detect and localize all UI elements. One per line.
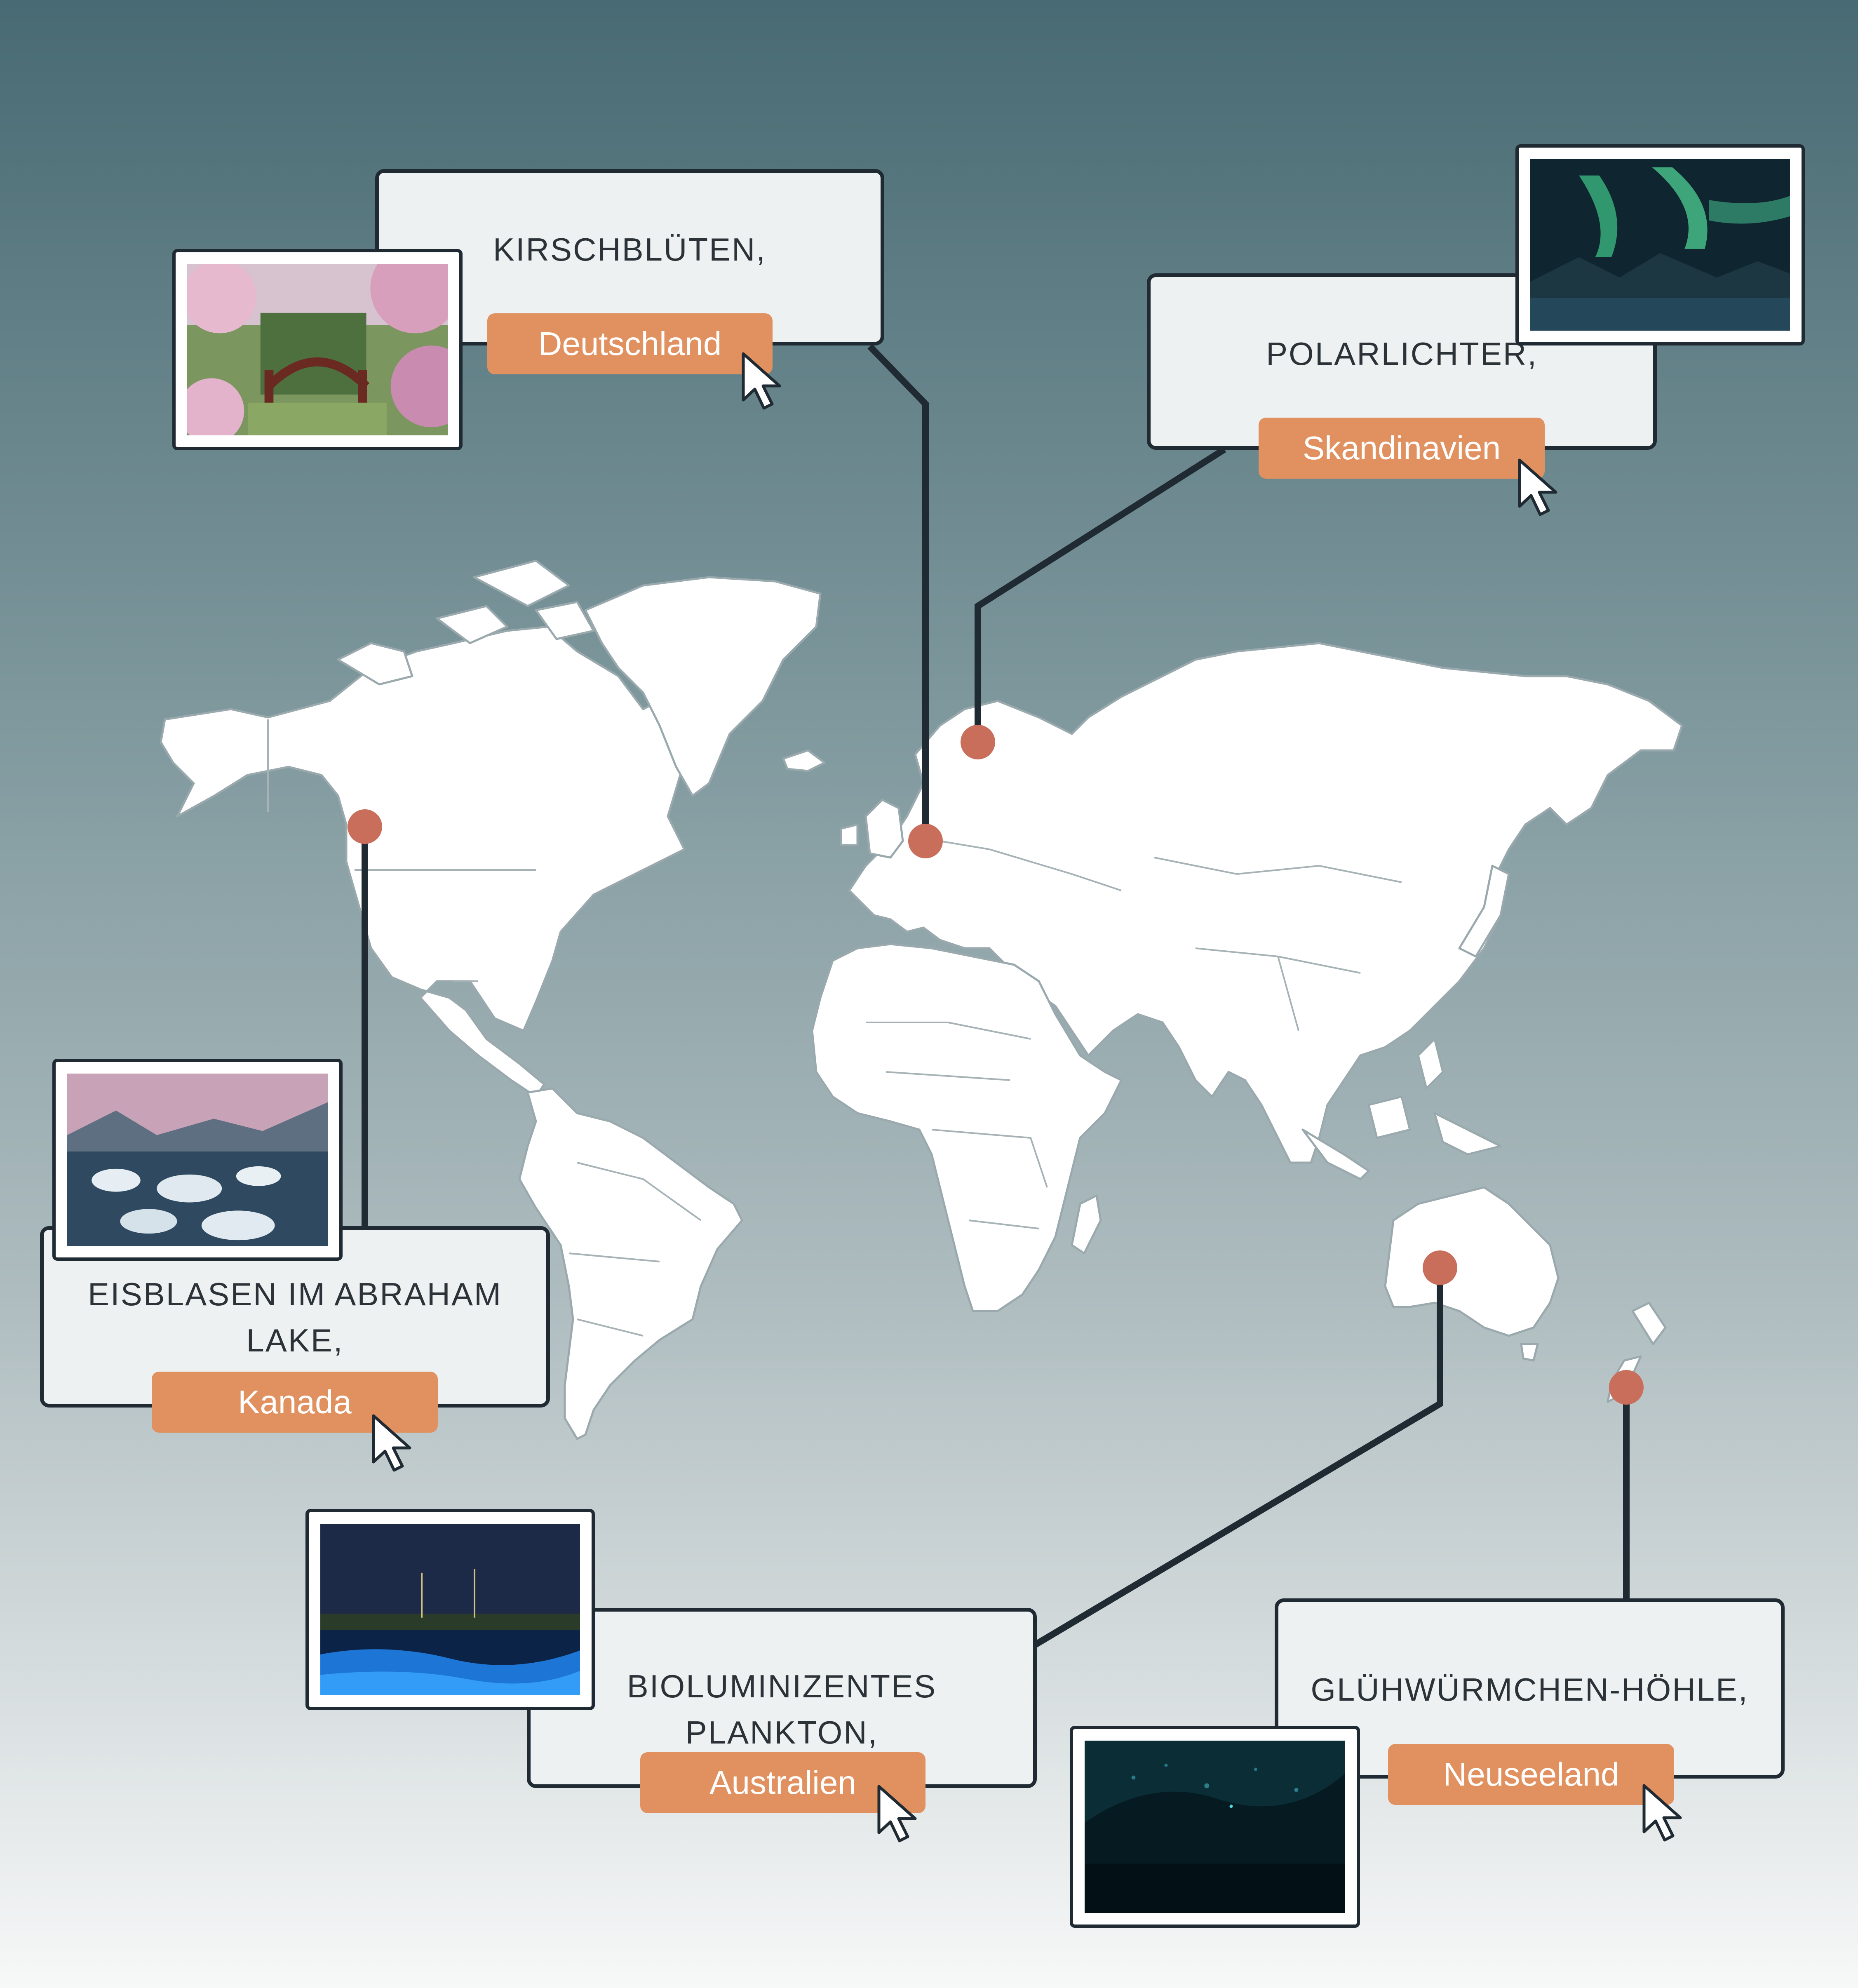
north-america-landmass <box>160 625 702 1098</box>
continents <box>160 559 1683 1440</box>
pin-australien[interactable] <box>1423 1250 1457 1285</box>
glowworm-cave-photo <box>1085 1741 1345 1913</box>
british-isles <box>840 799 904 859</box>
ice-bubbles-lake-photo <box>67 1074 328 1246</box>
northern-lights-photo <box>1530 159 1790 331</box>
country-button-skandinavien[interactable]: Skandinavien <box>1259 418 1545 479</box>
card-title-deutschland: KIRSCHBLÜTEN, <box>493 231 767 268</box>
country-borders <box>267 719 1402 1337</box>
card-title-neuseeland: GLÜHWÜRMCHEN-HÖHLE, <box>1311 1671 1749 1708</box>
cursor-icon <box>1641 1783 1686 1843</box>
photo-deutschland <box>172 249 463 450</box>
cursor-icon <box>1516 458 1562 517</box>
card-title-kanada: EISBLASEN IM ABRAHAM LAKE, <box>88 1276 502 1358</box>
southeast-asia-islands <box>1301 1038 1502 1180</box>
cursor-icon <box>370 1413 416 1473</box>
photo-kanada <box>52 1059 343 1261</box>
pin-neuseeland[interactable] <box>1609 1370 1644 1405</box>
pin-deutschland[interactable] <box>908 824 943 858</box>
country-button-australien[interactable]: Australien <box>640 1752 925 1813</box>
tasmania <box>1520 1343 1539 1362</box>
australia-landmass <box>1384 1186 1560 1337</box>
pin-skandinavien[interactable] <box>961 725 995 759</box>
bioluminescent-bay-photo <box>320 1524 580 1695</box>
connector-australien <box>1033 1274 1443 1648</box>
connector-deutschland <box>867 344 929 841</box>
country-button-kanada[interactable]: Kanada <box>152 1372 438 1433</box>
madagascar <box>1071 1194 1102 1255</box>
photo-neuseeland <box>1070 1726 1360 1928</box>
arctic-islands <box>337 559 595 686</box>
photo-australien <box>305 1509 595 1710</box>
cursor-icon <box>740 351 785 411</box>
card-australien: BIOLUMINIZENTES PLANKTON, <box>527 1608 1037 1788</box>
iceland <box>782 749 826 772</box>
pin-kanada[interactable] <box>348 809 382 844</box>
africa-landmass <box>811 943 1123 1312</box>
cursor-icon <box>876 1784 921 1844</box>
country-button-neuseeland[interactable]: Neuseeland <box>1388 1744 1674 1805</box>
card-title-skandinavien: POLARLICHTER, <box>1266 336 1538 372</box>
greenland <box>584 576 822 797</box>
country-button-deutschland[interactable]: Deutschland <box>487 313 773 374</box>
connector-skandinavien <box>975 446 1226 742</box>
japan <box>1458 865 1510 958</box>
cherry-blossom-bridge-photo <box>187 264 448 435</box>
south-america-landmass <box>518 1087 743 1440</box>
photo-skandinavien <box>1515 144 1805 345</box>
card-title-australien: BIOLUMINIZENTES PLANKTON, <box>627 1668 937 1751</box>
